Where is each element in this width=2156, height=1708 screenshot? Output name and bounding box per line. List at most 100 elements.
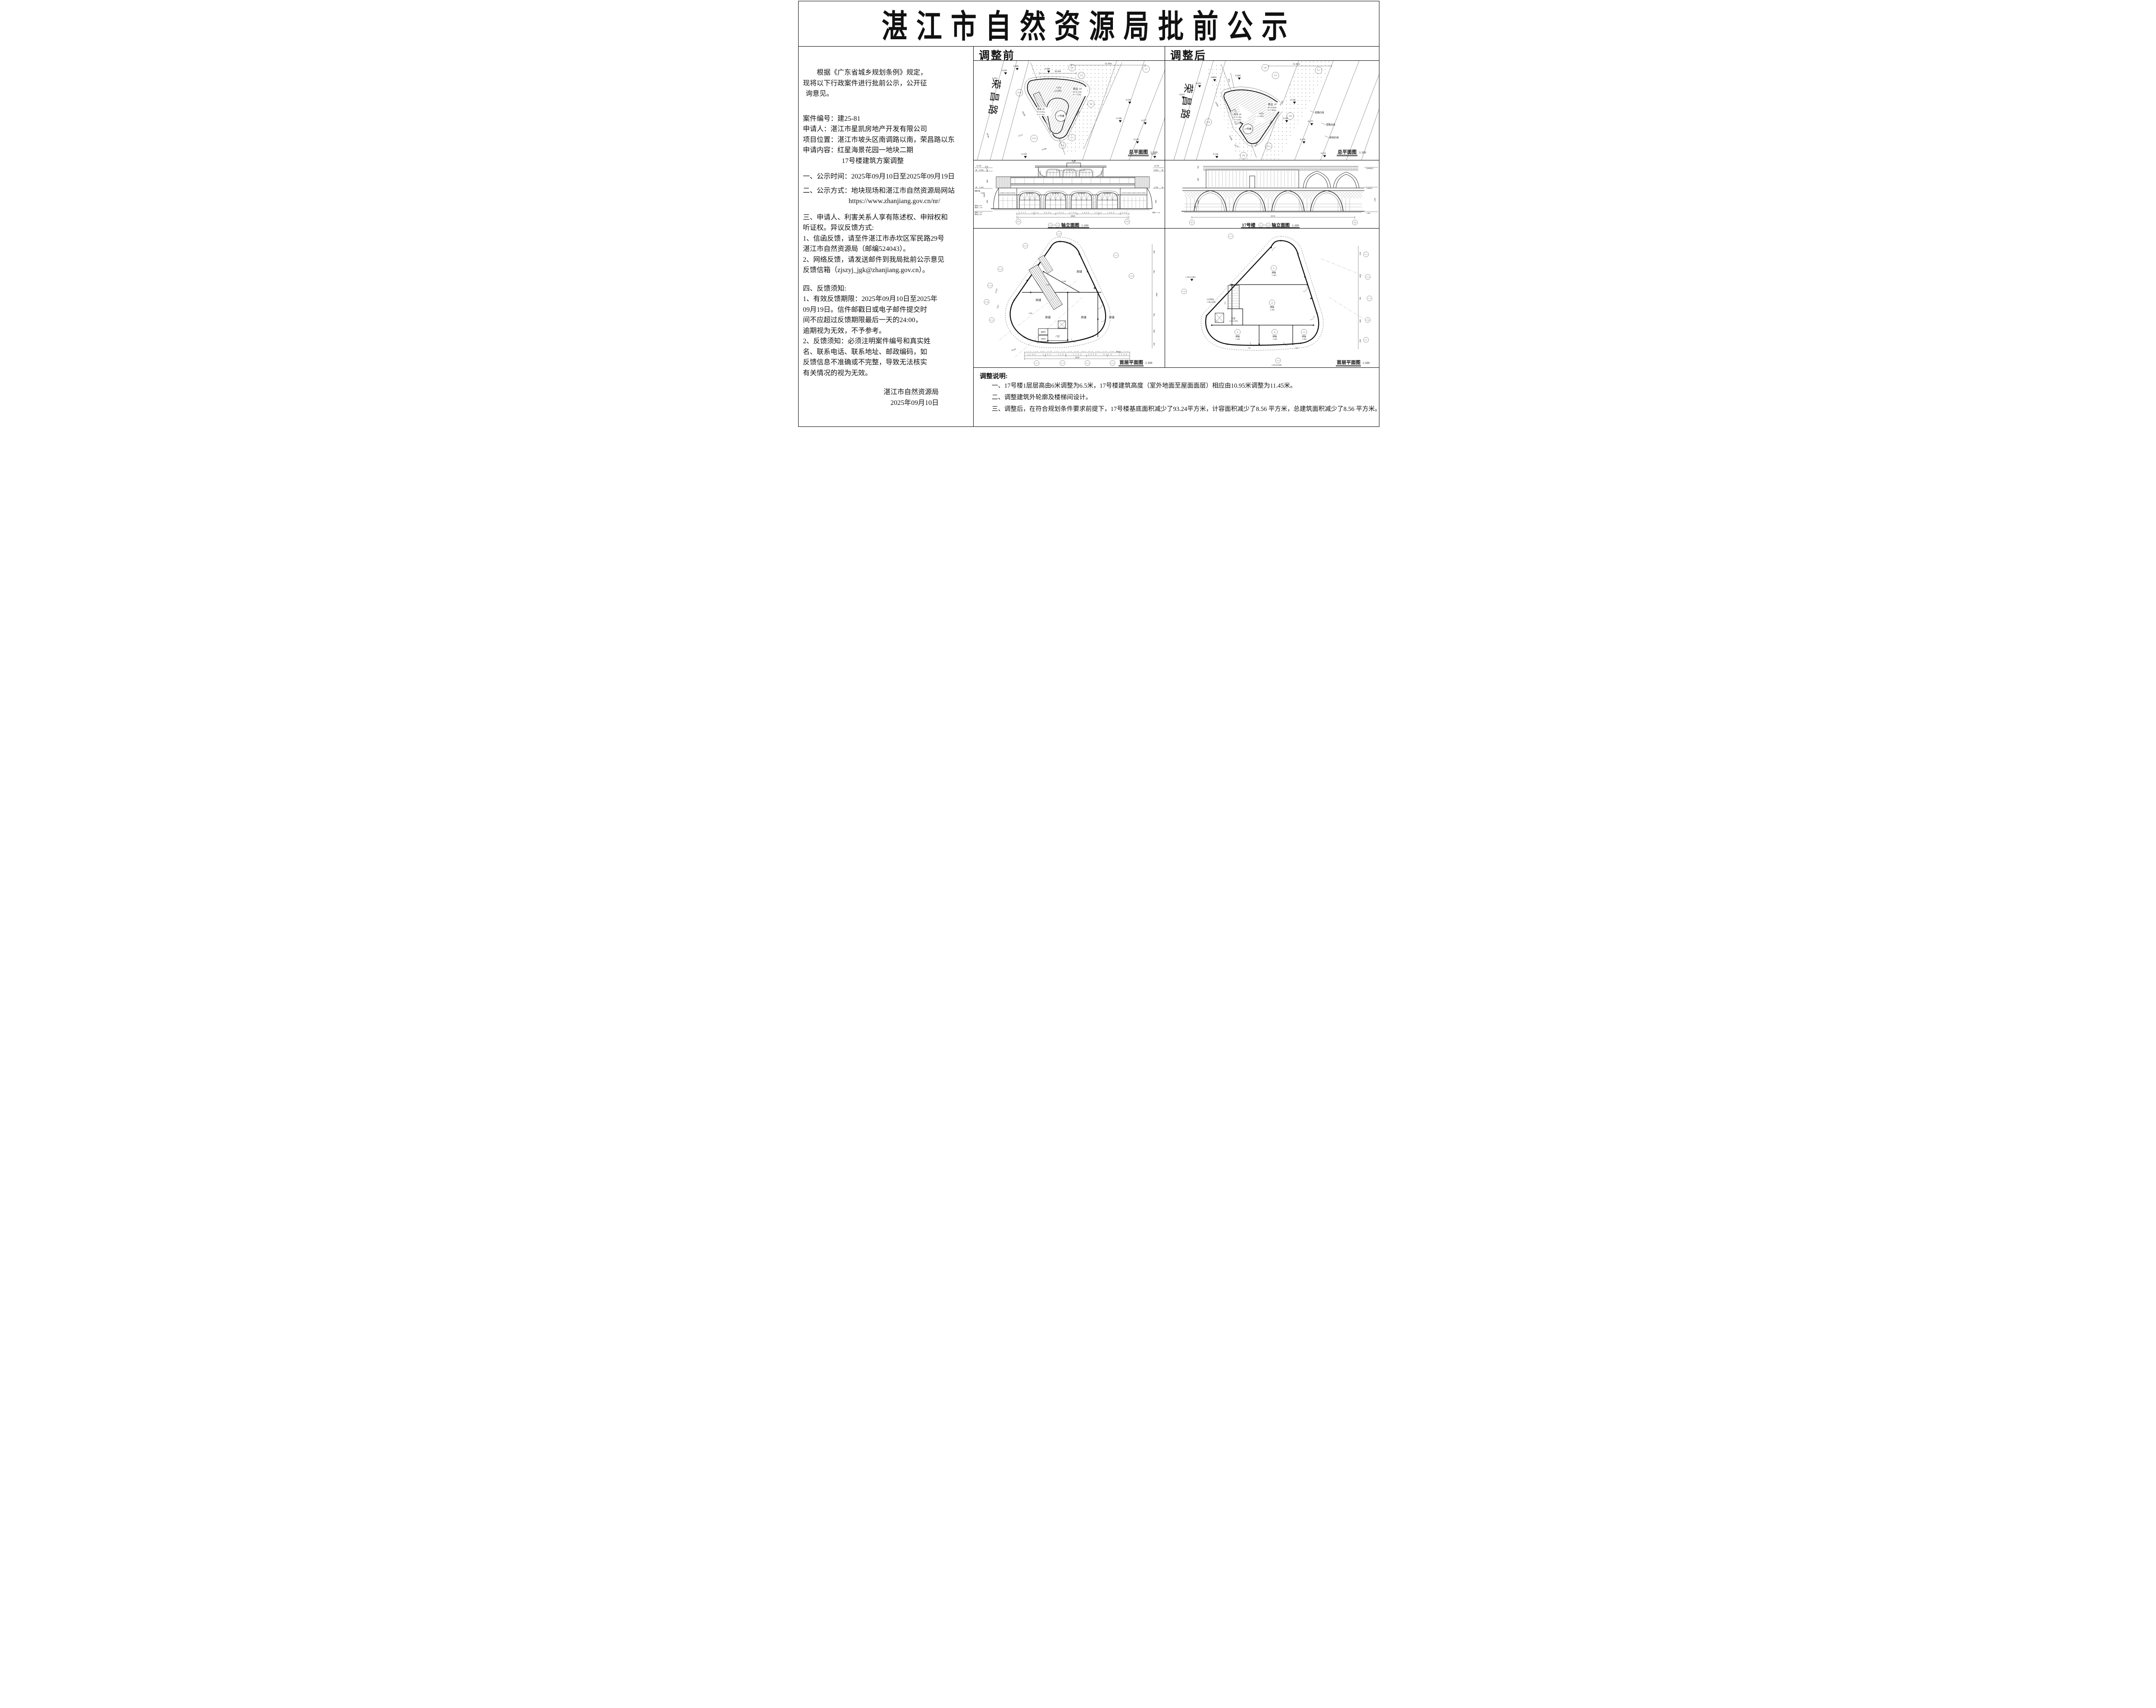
- svg-text:33.70: 33.70: [1234, 144, 1239, 148]
- svg-text:5: 5: [1237, 331, 1238, 334]
- svg-text:(绝对) 6.950: (绝对) 6.950: [975, 204, 982, 207]
- axis-bubbles: 17-1 17-2 17-3 17-J 17-H 17-C 17-A 17-K: [1181, 233, 1373, 364]
- svg-text:-1.300: -1.300: [1269, 309, 1274, 311]
- svg-text:6.230: 6.230: [1300, 138, 1305, 141]
- road-name: 荣昌路: [987, 78, 1002, 118]
- svg-text:LOGO LOGO LOGO LOGO LOGO: LOGO LOGO LOGO LOGO LOGO: [1122, 192, 1146, 194]
- svg-text:2: 2: [1272, 302, 1273, 304]
- svg-text:(相对) -1.300: (相对) -1.300: [975, 207, 982, 209]
- svg-text:17-J: 17-J: [1368, 298, 1371, 299]
- svg-text:1:100: 1:100: [1150, 151, 1157, 154]
- svg-text:(相对) -1.450: (相对) -1.450: [975, 211, 982, 213]
- dim-lines: [1016, 213, 1129, 219]
- svg-text:商铺: 商铺: [1081, 315, 1087, 319]
- svg-text:3800: 3800: [1197, 178, 1199, 181]
- svg-text:LOGO: LOGO: [1026, 192, 1034, 195]
- svg-text:6.800: 6.800: [1013, 65, 1018, 68]
- page-title: 湛江市自然资源局批前公示: [881, 9, 1296, 45]
- svg-text:5650: 5650: [1360, 274, 1361, 278]
- svg-text:1: 1: [1273, 267, 1275, 270]
- site-plan-before: 17号楼 商业 1F H=6.15m h=7.35m 商业 2F H=10.95…: [974, 61, 1165, 160]
- curtainwall-tags: MQ1 MQ5 MQ4: [1224, 301, 1298, 349]
- svg-text:商铺: 商铺: [1235, 335, 1240, 338]
- svg-text:11.100: 11.100: [1072, 160, 1076, 162]
- svg-text:17-K: 17-K: [1183, 291, 1186, 292]
- level-marks: 1300 3800 6500 3700 10.000(3F) 5.200(2F)…: [1195, 166, 1378, 214]
- site-plan-after: 17号楼 商业 1F H=6.65m h=7.85m 商业 2F H=11.45…: [1165, 61, 1379, 160]
- axis-bubbles: 17-5 17-9: [1015, 209, 1130, 225]
- header-after: 调整后: [1165, 46, 1379, 62]
- svg-text:24.87: 24.87: [1269, 120, 1273, 125]
- svg-text:33.20m: 33.20m: [1293, 63, 1300, 66]
- svg-text:总平面图: 总平面图: [1338, 149, 1357, 155]
- svg-text:商铺: 商铺: [1077, 270, 1082, 273]
- svg-text:17-H: 17-H: [1366, 319, 1369, 321]
- svg-text:10.300: 10.300: [976, 165, 981, 167]
- svg-text:3F: 3F: [1162, 169, 1164, 171]
- svg-text:17-15: 17-15: [990, 319, 993, 321]
- svg-text:LOGO: LOGO: [1052, 192, 1059, 195]
- notice-intro: 根据《广东省城乡规划条例》规定，现将以下行政案件进行批前公示，公开征询意见。: [803, 69, 928, 97]
- svg-text:7500: 7500: [1153, 313, 1155, 317]
- svg-text:6.230: 6.230: [1134, 138, 1139, 141]
- floor-plan-before: 商铺 商铺 商铺 商铺 商铺 门厅 电表间 水表间 -1.100 -1.450 …: [974, 229, 1165, 368]
- svg-text:MQ4: MQ4: [1295, 347, 1298, 349]
- svg-text:17-1: 17-1: [1071, 137, 1074, 139]
- svg-text:17-3: 17-3: [1366, 276, 1369, 278]
- notes-title: 调整说明:: [980, 373, 1008, 380]
- floor-plan-before-drawing: 商铺 商铺 商铺 商铺 商铺 门厅 电表间 水表间 -1.100 -1.450 …: [984, 231, 1158, 367]
- parcel-dotted-right: [1261, 61, 1332, 160]
- drawing-caption: 17号楼 X-1 X-2 轴立面图 1:100: [1241, 223, 1300, 228]
- svg-text:h=12.35m: h=12.35m: [1234, 119, 1241, 121]
- svg-text:8200: 8200: [1360, 319, 1361, 323]
- svg-text:2000 2200 1300 1193 60: 2000 2200 1300 1193 6050 8300 2500: [1028, 354, 1127, 356]
- svg-text:11100: 11100: [1041, 148, 1047, 151]
- header-before: 调整前: [974, 46, 1165, 62]
- svg-text:首层平面图: 首层平面图: [1119, 359, 1143, 365]
- svg-text:h=11.75m: h=11.75m: [1037, 113, 1045, 116]
- svg-text:入口平台: 入口平台: [1206, 298, 1214, 301]
- svg-text:8300: 8300: [1360, 339, 1361, 342]
- svg-text:4.200: 4.200: [981, 192, 985, 194]
- svg-text:120.00°: 120.00°: [1066, 241, 1072, 244]
- svg-text:(绝对) 6.800: (绝对) 6.800: [975, 213, 982, 216]
- svg-text:轴立面图: 轴立面图: [1061, 223, 1079, 228]
- svg-text:首层平面图: 首层平面图: [1337, 359, 1360, 365]
- svg-text:h=7.85m: h=7.85m: [1268, 109, 1276, 112]
- svg-text:17-15: 17-15: [1032, 138, 1036, 140]
- svg-text:-1.450: -1.450: [1028, 313, 1032, 314]
- svg-text:17-A: 17-A: [1277, 360, 1280, 361]
- svg-text:17-C: 17-C: [1365, 339, 1368, 341]
- floor-plan-after-drawing: 1 商铺-1.300 2 商铺-1.300 3 商铺-1.300 4 商铺-1.…: [1181, 233, 1373, 367]
- svg-text:5.200(2F): 5.200(2F): [1366, 188, 1373, 189]
- svg-text:5-19: 5-19: [1264, 67, 1267, 69]
- svg-text:1:100: 1:100: [1359, 151, 1366, 154]
- svg-text:-1.300: -1.300: [1272, 338, 1277, 340]
- svg-text:(-1.300): (-1.300): [1257, 115, 1264, 117]
- site-plan-after-drawing: 17号楼 商业 1F H=6.65m h=7.85m 商业 2F H=11.45…: [1174, 61, 1379, 160]
- columns: [1206, 240, 1318, 345]
- svg-text:商铺: 商铺: [1272, 335, 1277, 338]
- svg-text:17-6: 17-6: [1130, 275, 1133, 277]
- svg-text:24500: 24500: [1075, 357, 1080, 359]
- svg-text:30600: 30600: [1071, 215, 1075, 217]
- svg-text:1718 1146 2000 2200 1552 750 1: 1718 1146 2000 2200 1552 750 1100 2200 1…: [1026, 351, 1128, 352]
- svg-text:30.00°: 30.00°: [1011, 348, 1017, 351]
- road-name: 荣昌路: [1179, 83, 1194, 122]
- svg-text:商业 2F: 商业 2F: [1037, 107, 1045, 111]
- svg-text:17-10: 17-10: [1057, 233, 1061, 235]
- svg-text:4.700: 4.700: [1154, 186, 1158, 188]
- svg-text:10.300: 10.300: [1154, 165, 1159, 167]
- outer-wall: [1205, 240, 1319, 346]
- svg-text:25.00°: 25.00°: [994, 288, 998, 294]
- svg-text:4.69m: 4.69m: [1214, 102, 1219, 107]
- elevation-after: 1300 3800 6500 3700 10.000(3F) 5.200(2F)…: [1165, 160, 1379, 229]
- svg-text:5-1: 5-1: [1318, 70, 1320, 72]
- svg-text:4800: 4800: [987, 179, 988, 183]
- svg-text:-1.300: -1.300: [1235, 338, 1240, 340]
- svg-text:6.800: 6.800: [1045, 68, 1050, 70]
- svg-text:-1.450 (6.800): -1.450 (6.800): [1185, 276, 1196, 278]
- axis-bubbles: 5-19 5-1 17-5 17-10 17-4 17-1 17-15 17-2…: [1015, 64, 1150, 149]
